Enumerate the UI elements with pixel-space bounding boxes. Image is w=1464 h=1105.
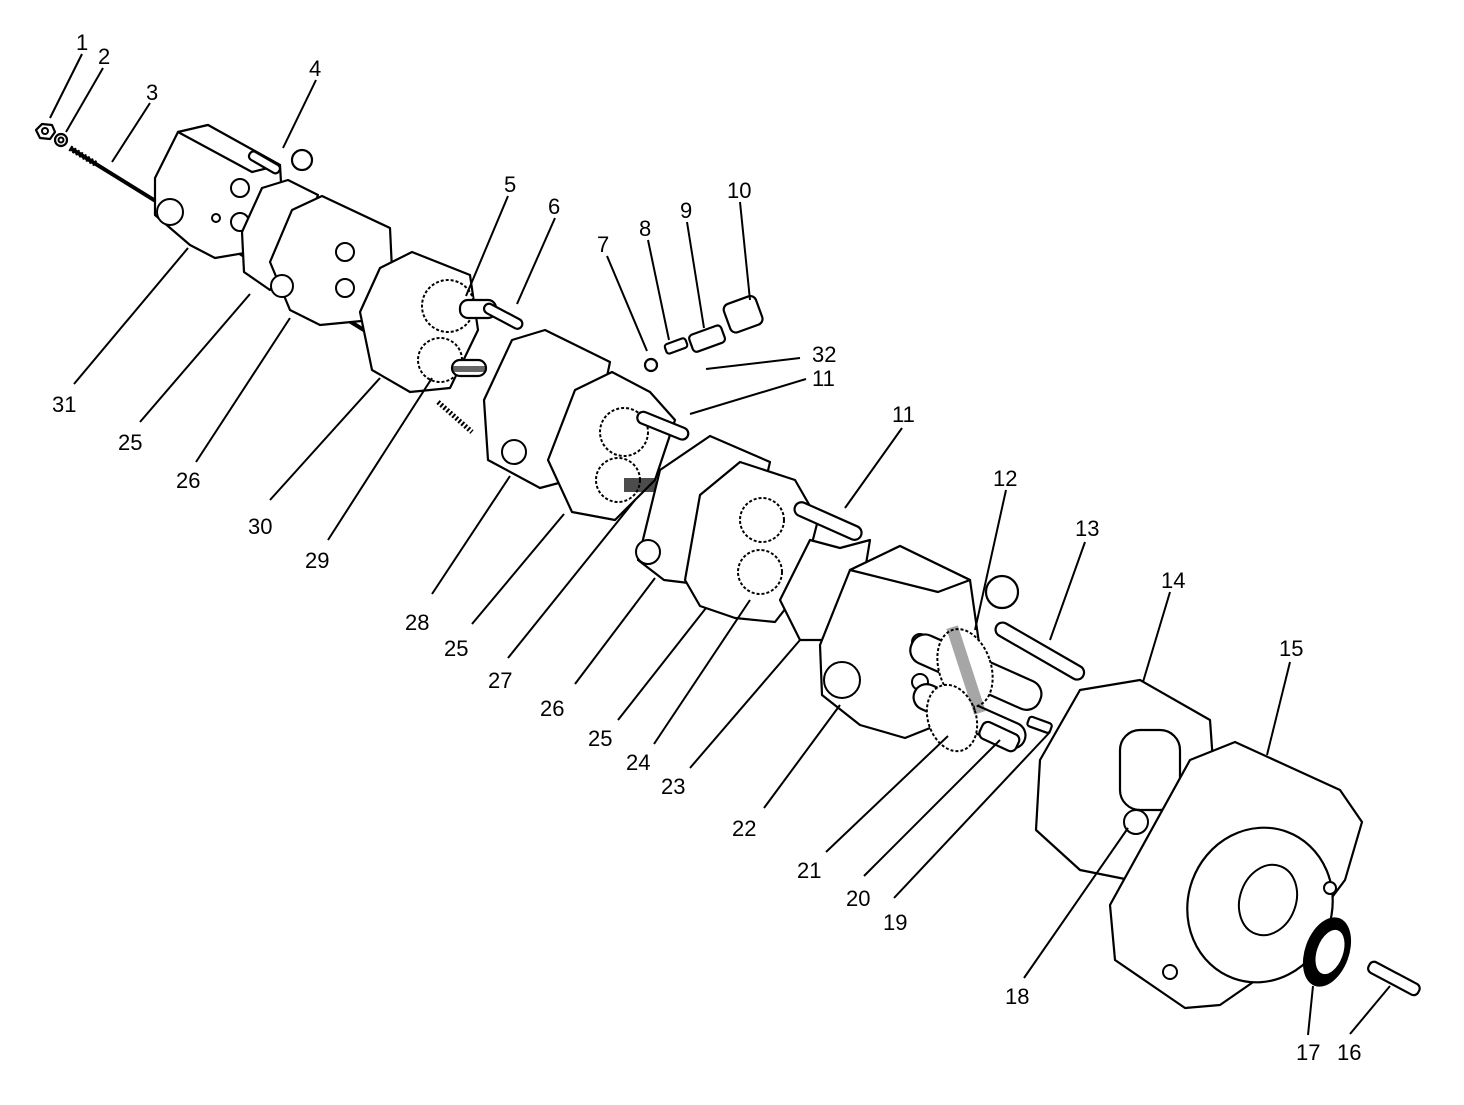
callout-7: 7 <box>597 232 609 257</box>
callout-31: 31 <box>52 392 76 417</box>
callout-13: 13 <box>1075 516 1099 541</box>
callout-labels: 1 2 3 4 5 6 7 8 9 10 11 11 12 13 14 15 1… <box>52 30 1361 1065</box>
part-gear-plate <box>358 250 498 394</box>
callout-11-upper: 11 <box>812 366 835 391</box>
callout-22: 22 <box>732 816 756 841</box>
callout-25-front: 25 <box>588 726 612 751</box>
callout-5: 5 <box>504 172 516 197</box>
callout-2: 2 <box>98 44 110 69</box>
callout-11-lower: 11 <box>892 402 915 427</box>
callout-3: 3 <box>146 80 158 105</box>
callout-16: 16 <box>1337 1040 1361 1065</box>
callout-12: 12 <box>993 466 1017 491</box>
callout-24: 24 <box>626 750 650 775</box>
callout-6: 6 <box>548 194 560 219</box>
callout-25-middle: 25 <box>444 636 468 661</box>
callout-25-rear: 25 <box>118 430 142 455</box>
part-mounting-flange <box>1108 740 1364 1010</box>
part-gear-housing <box>268 194 394 327</box>
callout-4: 4 <box>309 56 321 81</box>
part-shaft-seal <box>1302 917 1352 987</box>
callout-9: 9 <box>680 198 692 223</box>
part-nut <box>34 122 57 141</box>
part-short-bolt <box>436 400 474 434</box>
callout-14: 14 <box>1161 568 1185 593</box>
callout-23: 23 <box>661 774 685 799</box>
part-relief-valve <box>643 294 764 373</box>
part-dowel-pin-top <box>247 148 314 175</box>
callout-10: 10 <box>727 178 751 203</box>
callout-32: 32 <box>812 342 836 367</box>
part-middle-gear-plate <box>546 370 677 522</box>
leader-lines <box>49 53 1391 1036</box>
parts-illustration <box>34 122 1421 1010</box>
callout-29: 29 <box>305 548 329 573</box>
callout-21: 21 <box>797 858 821 883</box>
callout-19: 19 <box>883 910 907 935</box>
callout-15: 15 <box>1279 636 1303 661</box>
callout-26-front: 26 <box>540 696 564 721</box>
callout-8: 8 <box>639 216 651 241</box>
part-dowel-pin-middle <box>482 302 524 330</box>
callout-26-rear: 26 <box>176 468 200 493</box>
callout-20: 20 <box>846 886 870 911</box>
part-lock-washer <box>53 132 69 148</box>
callout-1: 1 <box>76 30 88 55</box>
callout-30: 30 <box>248 514 272 539</box>
callout-18: 18 <box>1005 984 1029 1009</box>
callout-28: 28 <box>405 610 429 635</box>
part-long-dowel <box>994 621 1086 681</box>
callout-17: 17 <box>1296 1040 1320 1065</box>
part-guide-rod-lower <box>793 501 863 541</box>
callout-27: 27 <box>488 668 512 693</box>
part-shaft-key <box>1367 960 1421 997</box>
part-drive-gears <box>909 625 1043 753</box>
part-guide-rod-upper <box>636 410 690 441</box>
